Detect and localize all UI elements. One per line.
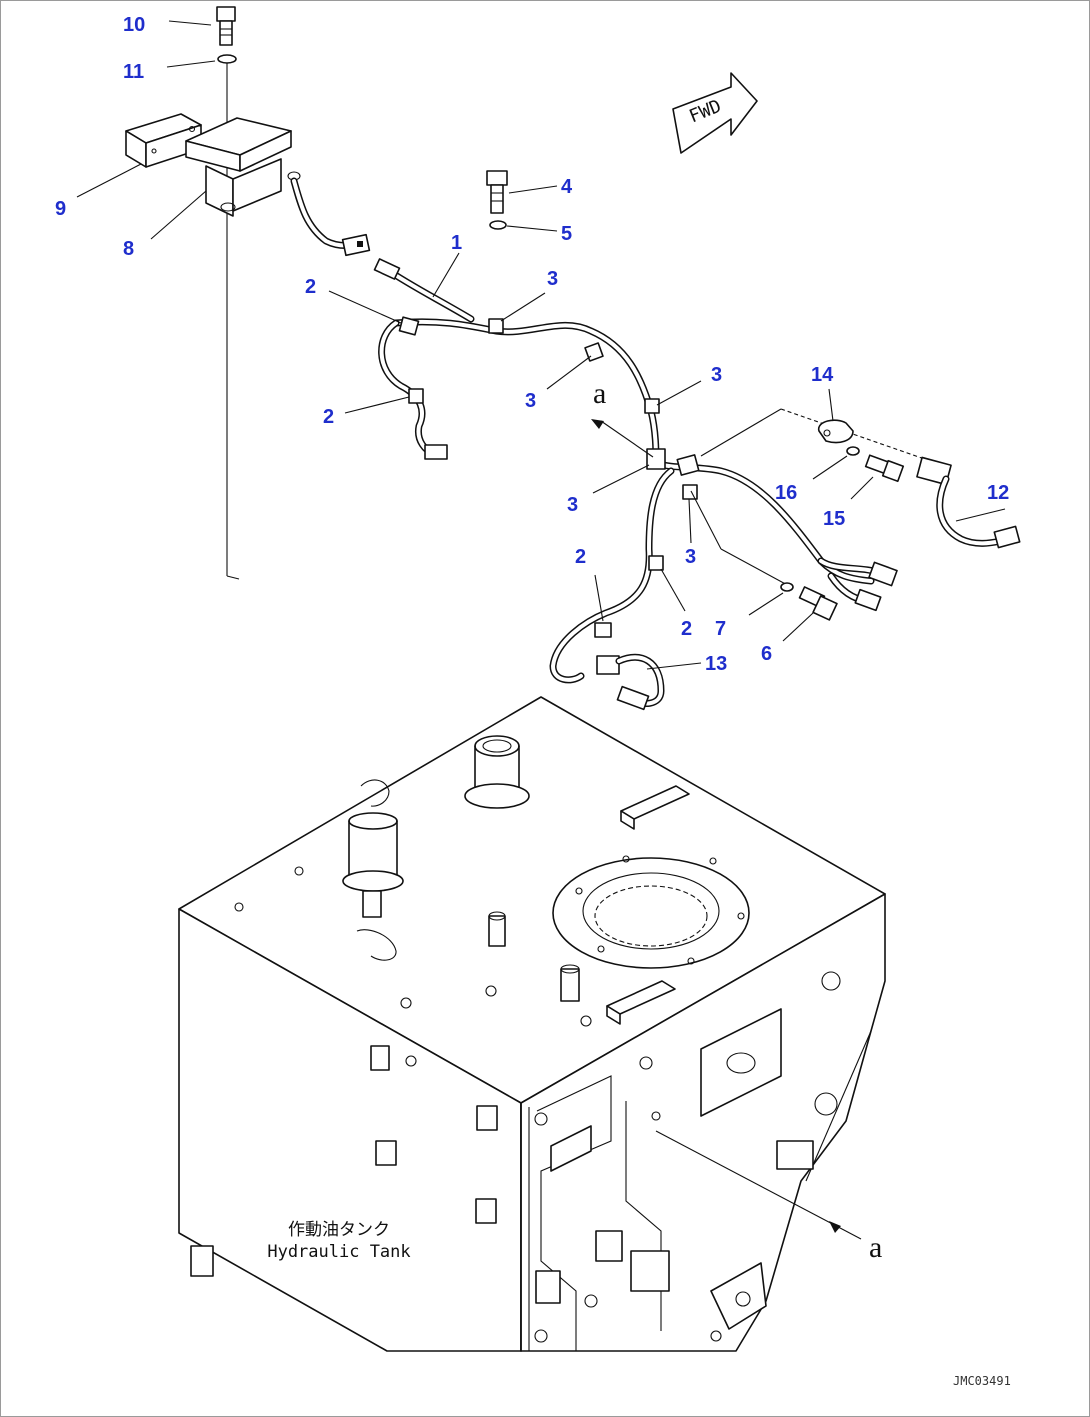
bolt-6 xyxy=(798,586,838,621)
bracket-8 xyxy=(185,117,301,217)
view-marker-a-lower: a xyxy=(869,1231,883,1264)
relay-box-9 xyxy=(125,113,202,168)
callout-3-lower: 3 xyxy=(567,494,579,516)
callout-12: 12 xyxy=(987,482,1010,504)
callout-5: 5 xyxy=(561,223,573,245)
callout-14: 14 xyxy=(811,364,834,386)
callout-7: 7 xyxy=(715,618,727,640)
washer-7 xyxy=(780,582,794,592)
sensor-13 xyxy=(596,653,665,711)
view-marker-a-upper: a xyxy=(593,377,607,410)
bolt-4 xyxy=(486,170,508,214)
clip-14 xyxy=(818,419,854,444)
drawing-code: JMC03491 xyxy=(953,1374,1011,1388)
sensor-12 xyxy=(916,456,1021,549)
callout-2-bottom: 2 xyxy=(681,618,693,640)
callout-4: 4 xyxy=(561,176,573,198)
callout-11: 11 xyxy=(123,61,145,83)
callout-3-right: 3 xyxy=(711,364,723,386)
callout-1: 1 xyxy=(451,232,463,254)
callout-8: 8 xyxy=(123,238,135,260)
washer-11 xyxy=(217,54,237,64)
bolt-15 xyxy=(864,454,905,483)
callout-3-bottom: 3 xyxy=(685,546,697,568)
bolt-10 xyxy=(216,6,236,46)
hydraulic-tank xyxy=(178,696,886,1352)
callout-6: 6 xyxy=(761,643,773,665)
callout-16: 16 xyxy=(775,482,798,504)
harness-clamps xyxy=(398,316,700,638)
wiring-harness-1 xyxy=(373,258,898,684)
callout-3-top: 3 xyxy=(547,268,559,290)
callout-9: 9 xyxy=(55,198,67,220)
callout-2-top: 2 xyxy=(305,276,317,298)
callout-10: 10 xyxy=(123,14,146,36)
callout-15: 15 xyxy=(823,508,846,530)
callout-3-mid: 3 xyxy=(525,390,537,412)
washer-5 xyxy=(489,220,507,230)
washer-16 xyxy=(846,446,860,456)
tank-label: 作動油タンク Hydraulic Tank xyxy=(239,1219,439,1263)
tank-label-english: Hydraulic Tank xyxy=(267,1242,411,1263)
callout-2-left: 2 xyxy=(323,406,335,428)
callout-13: 13 xyxy=(705,653,728,675)
tank-label-japanese: 作動油タンク xyxy=(288,1220,390,1240)
fwd-arrow-icon xyxy=(672,72,758,154)
callout-2-lower: 2 xyxy=(575,546,587,568)
